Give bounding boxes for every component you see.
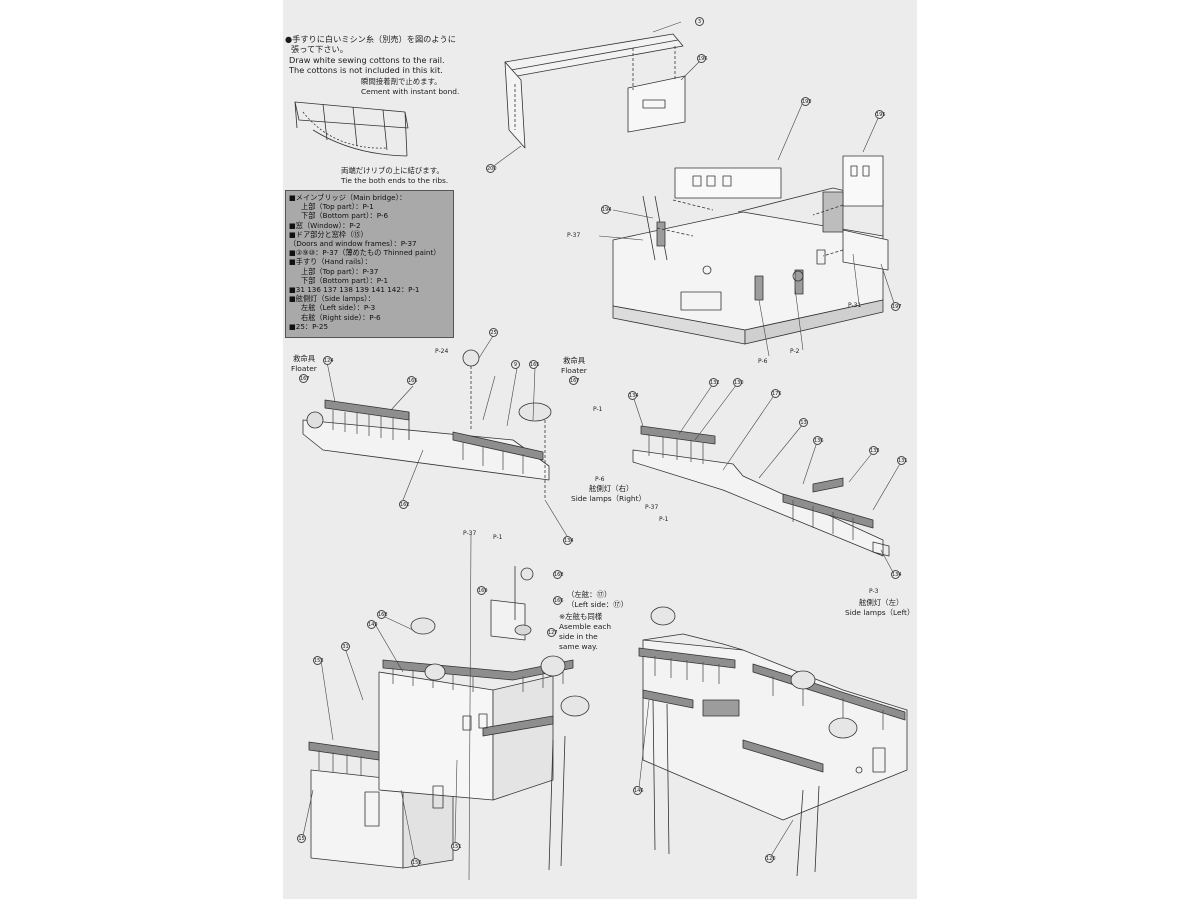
- part-callout: 15: [297, 834, 306, 843]
- part-callout: 167: [299, 374, 310, 383]
- paint-guide-row: ■25：P-25: [289, 321, 329, 331]
- part-callout: 146: [633, 786, 644, 795]
- side-lamps-right-label-jp: 舷側灯（右）: [589, 484, 634, 493]
- part-callout: 167: [569, 376, 580, 385]
- paint-code: P-6: [758, 358, 768, 365]
- floater-label-jp-right: 救命具: [563, 356, 586, 365]
- deck-right-assembly: [632, 425, 890, 557]
- part-callout: 124: [323, 356, 334, 365]
- rail-note-en-line2: The cottons is not included in this kit.: [289, 65, 443, 75]
- part-callout: 149: [367, 620, 378, 629]
- part-callout: 193: [801, 97, 812, 106]
- instruction-sheet: ●手すりに白いミシン糸（別売）を図のように 張って下さい。 Draw white…: [283, 0, 917, 899]
- part-callout: 31: [341, 642, 350, 651]
- assembly-illustration: [294, 21, 908, 881]
- floater-label-en-right: Floater: [561, 366, 587, 375]
- rail-note-en-line1: Draw white sewing cottons to the rail.: [289, 55, 445, 65]
- part-callout: 132: [709, 378, 720, 387]
- paint-guide-row: 下部（Bottom part）：P-6: [301, 211, 389, 221]
- paint-guide-row: ■31 136 137 138 139 141 142：P-1: [289, 285, 420, 295]
- paint-code: P-37: [645, 504, 659, 511]
- part-callout: 195: [875, 110, 886, 119]
- paint-guide-row: ■③⑨⑩：P-37（薄めたもの Thinned paint）: [289, 248, 441, 258]
- part-callout: 197: [891, 302, 902, 311]
- paint-code: P-24: [435, 348, 449, 355]
- side-lamps-left-label-jp: 舷側灯（左）: [859, 598, 904, 607]
- part-callout: 165: [407, 376, 418, 385]
- paint-guide-row: 上部（Top part）：P-1: [301, 202, 374, 212]
- part-callout: 165: [529, 360, 540, 369]
- rail-note-jp-line1: ●手すりに白いミシン糸（別売）を図のように: [285, 34, 456, 44]
- paint-code: P-31: [848, 302, 862, 309]
- paint-code: P-6: [595, 476, 605, 483]
- part-callout: 25: [489, 328, 498, 337]
- floater-label-jp-left: 救命具: [293, 354, 316, 363]
- part-callout: 13: [799, 418, 808, 427]
- side-lamp-detail: [490, 566, 534, 641]
- paint-guide-row: ■ドア部分と窓枠（⑮）: [289, 229, 368, 239]
- bridge-view-left: [308, 617, 590, 871]
- asemble-label-en-1: Asemble each: [559, 622, 612, 631]
- part-callout: 151: [451, 842, 462, 851]
- deck-left-assembly: [302, 349, 552, 500]
- paint-code: P-37: [567, 232, 581, 239]
- asemble-label-jp: ※左舷も同様: [559, 612, 603, 621]
- side-lamps-right-label-en: Side lamps（Right）: [571, 494, 646, 503]
- part-callout: 9: [511, 360, 520, 369]
- paint-guide-row: 上部（Top part）：P-37: [301, 266, 379, 276]
- rail-diagram: [294, 101, 409, 157]
- paint-code: P-37: [463, 530, 477, 537]
- roof-assembly: [504, 33, 686, 149]
- part-callout: 194: [601, 205, 612, 214]
- part-callout: 120: [765, 854, 776, 863]
- part-callout: 168: [377, 610, 388, 619]
- part-callout: 130: [733, 378, 744, 387]
- main-bridge-assembly: [612, 155, 889, 345]
- paint-guide-row: 右舷（Right side）：P-6: [301, 312, 381, 322]
- part-callout: 162: [399, 500, 410, 509]
- asemble-label-en-2: side in the: [559, 632, 598, 641]
- part-callout: 168: [553, 570, 564, 579]
- paint-code: P-1: [493, 534, 503, 541]
- part-callout: 131: [897, 456, 908, 465]
- floater-label-en-left: Floater: [291, 364, 317, 373]
- paint-guide-row: 左舷（Left side）：P-3: [301, 303, 376, 313]
- paint-guide-row: ■メインブリッジ（Main bridge）：: [289, 193, 407, 202]
- paint-code: P-1: [593, 406, 603, 413]
- part-callout: 169: [477, 586, 488, 595]
- tie-note-jp: 両端だけリブの上に結びます。: [341, 166, 444, 175]
- bridge-view-right: [638, 606, 908, 877]
- paint-guide-row: ■手すり（Hand rails）：: [289, 257, 372, 267]
- left-side-label-jp: （左舷：⑰）: [567, 590, 612, 599]
- cement-note-en: Cement with instant bond.: [361, 87, 460, 96]
- part-callout: 133: [869, 446, 880, 455]
- part-callout: 127: [547, 628, 558, 637]
- part-callout: 196: [697, 54, 708, 63]
- part-callout: 134: [891, 570, 902, 579]
- asemble-label-en-3: same way.: [559, 642, 598, 651]
- paint-code: P-1: [659, 516, 669, 523]
- part-callout: 200: [486, 164, 497, 173]
- part-callout: 134: [563, 536, 574, 545]
- part-callout: 3: [695, 17, 704, 26]
- part-callout: 153: [313, 656, 324, 665]
- paint-guide-row: 下部（Bottom part）：P-1: [301, 275, 389, 285]
- part-callout: 134: [628, 391, 639, 400]
- paint-code: P-3: [869, 588, 879, 595]
- rail-note-jp-line2: 張って下さい。: [291, 44, 348, 54]
- side-lamps-left-label-en: Side lamps（Left）: [845, 608, 915, 617]
- left-side-label-en: （Left side：⑰）: [567, 600, 628, 609]
- paint-code: P-2: [790, 348, 800, 355]
- paint-guide-row: ■窓（Window）：P-2: [289, 220, 361, 230]
- cement-note-jp: 瞬間接着剤で止めます。: [361, 77, 442, 86]
- paint-guide-row: （Doors and window frames）：P-37: [289, 239, 417, 249]
- part-callout: 166: [553, 596, 564, 605]
- tie-note-en: Tie the both ends to the ribs.: [341, 176, 449, 185]
- part-callout: 175: [771, 389, 782, 398]
- part-callout: 156: [411, 858, 422, 867]
- paint-guide-row: ■舷側灯（Side lamps）：: [289, 294, 375, 304]
- part-callout: 136: [813, 436, 824, 445]
